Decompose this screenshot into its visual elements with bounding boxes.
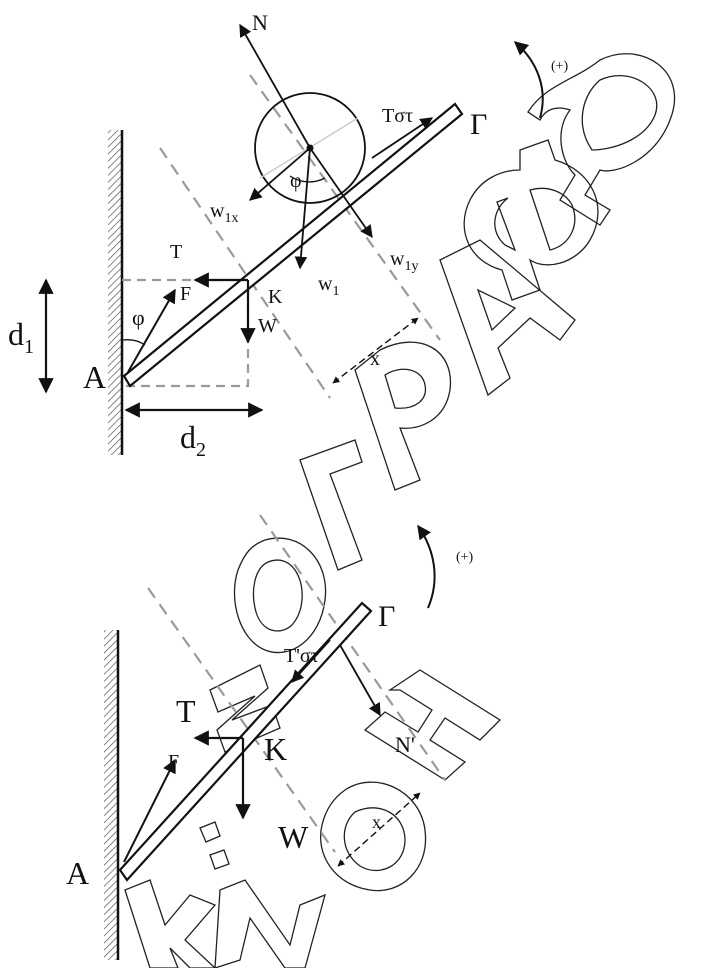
bottom-diagram: (+) Γ T'στ N' T K F W x A bbox=[66, 514, 474, 960]
label-w1y: w1y bbox=[390, 248, 418, 274]
force-N-prime bbox=[339, 644, 381, 717]
label-K-bottom: K bbox=[264, 731, 287, 767]
label-T: T bbox=[170, 241, 182, 263]
watermark-dot bbox=[199, 821, 230, 870]
watermark-letter-alpha bbox=[439, 239, 576, 397]
watermark-letter-omega bbox=[527, 53, 676, 226]
label-plus-bottom: (+) bbox=[456, 550, 474, 565]
label-Tst-prime: T'στ bbox=[284, 645, 319, 667]
dashed-line-contact-bottom bbox=[259, 514, 446, 781]
rod-bottom bbox=[118, 601, 373, 882]
label-A-bottom: A bbox=[66, 855, 89, 891]
force-F-bottom bbox=[123, 758, 176, 863]
watermark-letter-zeta bbox=[209, 664, 281, 753]
label-Tst: Tστ bbox=[382, 105, 413, 127]
force-N bbox=[239, 23, 311, 149]
watermark-letter-theta bbox=[320, 781, 427, 892]
dimension-x-bottom bbox=[337, 792, 421, 867]
label-T-bottom: T bbox=[176, 693, 196, 729]
watermark-letter-gamma bbox=[299, 439, 363, 571]
rotation-arrow bbox=[513, 41, 544, 119]
label-phi-wall: φ bbox=[132, 305, 145, 330]
label-plus: (+) bbox=[551, 59, 569, 74]
watermark-letter-omicron bbox=[233, 537, 327, 654]
watermark bbox=[124, 53, 676, 968]
force-w1 bbox=[294, 147, 311, 270]
sphere bbox=[254, 92, 366, 204]
top-diagram: N Γ Tστ (+) φ w1x w1y w1 T F K W φ d1 d2… bbox=[8, 10, 569, 461]
rotation-arrow-bottom bbox=[417, 524, 436, 609]
phi-arc-sphere bbox=[289, 175, 326, 183]
force-F bbox=[127, 288, 176, 373]
label-F-bottom: F bbox=[168, 751, 179, 773]
label-x: x bbox=[370, 348, 380, 370]
label-d1: d1 bbox=[8, 316, 34, 358]
dashed-line-k bbox=[159, 147, 331, 399]
label-Gamma: Γ bbox=[470, 108, 487, 141]
label-F: F bbox=[180, 283, 191, 305]
label-W-bottom: W bbox=[278, 819, 309, 855]
label-N: N bbox=[252, 10, 268, 35]
label-x-bottom: x bbox=[372, 812, 381, 832]
label-phi-sphere: φ bbox=[290, 170, 302, 192]
watermark-letter-nu bbox=[214, 879, 326, 968]
wall-hatch bbox=[108, 130, 122, 455]
dashed-line-k-bottom bbox=[147, 587, 336, 853]
label-w1: w1 bbox=[318, 273, 339, 299]
force-w1y bbox=[309, 147, 373, 239]
force-Tst bbox=[371, 117, 434, 159]
wall-hatch-bottom bbox=[104, 630, 118, 960]
label-d2: d2 bbox=[180, 419, 206, 461]
watermark-letter-eta bbox=[363, 669, 502, 781]
rod bbox=[122, 102, 464, 388]
label-w1x: w1x bbox=[210, 200, 238, 226]
phi-arc-wall bbox=[122, 339, 146, 346]
label-N-prime: N' bbox=[395, 732, 415, 757]
label-K: K bbox=[268, 286, 283, 308]
force-Tst-prime bbox=[291, 639, 331, 683]
dashed-rectangle bbox=[122, 278, 250, 388]
watermark-letter-phi bbox=[463, 139, 599, 301]
label-A: A bbox=[83, 359, 106, 395]
label-W: W bbox=[258, 315, 277, 337]
dimension-x bbox=[332, 317, 419, 384]
label-Gamma-bottom: Γ bbox=[378, 600, 395, 633]
watermark-letter-kappa bbox=[124, 879, 217, 968]
force-w1x bbox=[249, 147, 311, 201]
